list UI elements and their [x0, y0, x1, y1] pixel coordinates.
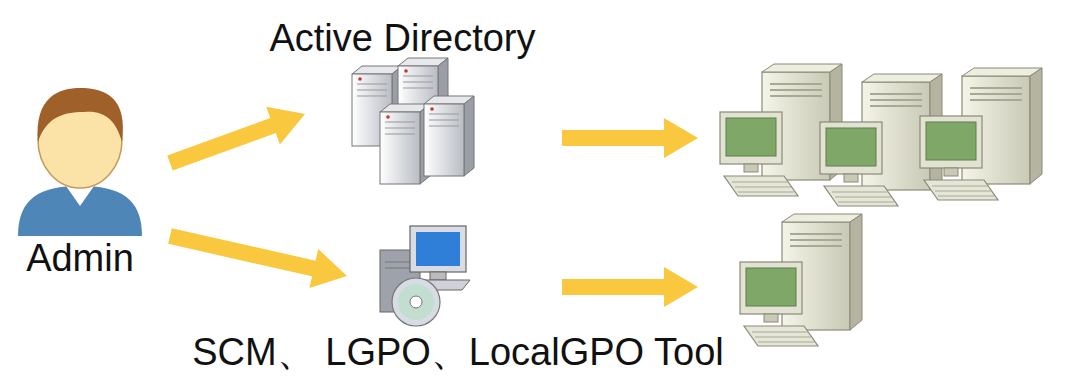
admin-node: Admin: [10, 90, 150, 236]
node-label: Admin: [26, 238, 134, 280]
connector-arrow: [168, 228, 347, 288]
deploy-arrow: [562, 267, 698, 307]
server-cluster: [352, 58, 474, 184]
admin-figure: [18, 88, 142, 236]
node-label: Active Directory: [269, 18, 535, 60]
connector-arrow: [167, 107, 305, 171]
install-tool-icon: [380, 226, 470, 326]
node-label: SCM、 LGPO、LocalGPO Tool: [192, 332, 723, 374]
deploy-arrow: [562, 118, 698, 158]
directory-node: Active Directory: [330, 62, 475, 192]
client-computers: [720, 64, 1042, 346]
tool-node: SCM、 LGPO、LocalGPO Tool: [372, 222, 472, 330]
